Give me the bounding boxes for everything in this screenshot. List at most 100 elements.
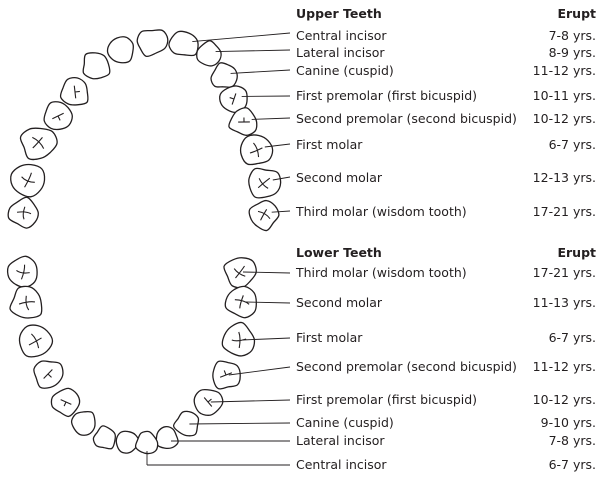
upper-left-first-premolar-fissure [73,85,80,99]
upper-left-lateral-incisor-outline [106,36,135,64]
lower-erupt-first-premolar: 10-12 yrs. [532,392,596,407]
upper-erupt-first-premolar: 10-11 yrs. [532,88,596,103]
upper-right-canine [210,62,238,88]
lower-erupt-heading: Erupt [557,245,596,260]
lower-right-second-premolar-leader [228,366,291,376]
lower-label-second-molar: Second molar [296,295,383,310]
lower-right-third-molar-leader [242,271,291,274]
lower-right-first-premolar-leader [210,399,291,403]
upper-erupt-third-molar: 17-21 yrs. [532,204,596,219]
upper-right-second-premolar-leader [251,117,291,120]
lower-right-second-premolar [212,360,241,390]
upper-left-first-premolar-outline [59,77,89,106]
upper-right-canine-leader [230,69,291,74]
upper-right-first-molar-fissure [249,142,263,158]
upper-right-lateral-incisor-leader [215,49,291,53]
upper-right-first-premolar-fissure [229,93,237,105]
lower-right-lateral-incisor [155,426,179,450]
upper-left-second-molar-fissure [21,172,35,188]
upper-left-second-premolar-fissure [52,112,64,121]
upper-left-second-premolar [43,101,73,131]
upper-left-first-molar [19,127,58,161]
upper-left-canine [82,52,111,80]
upper-erupt-second-premolar: 10-12 yrs. [532,111,596,126]
lower-left-first-premolar-fissure [60,399,72,407]
lower-right-second-molar-fissure [234,295,250,309]
lower-left-canine [70,410,96,436]
upper-right-first-molar [239,134,274,166]
lower-right-third-molar-fissure [233,265,246,279]
upper-left-first-molar-fissure [32,136,45,149]
upper-left-second-molar [10,163,46,198]
upper-erupt-second-molar: 12-13 yrs. [532,170,596,185]
upper-right-second-molar-outline [248,167,282,199]
lower-right-second-molar-leader [245,301,291,304]
lower-erupt-central-incisor: 6-7 yrs. [548,457,596,472]
lower-left-second-molar [9,285,43,319]
lower-right-second-molar [224,285,257,319]
lower-erupt-canine: 9-10 yrs. [540,415,596,430]
lower-label-central-incisor: Central incisor [296,457,387,472]
upper-right-first-molar-outline [239,134,274,166]
lower-right-first-molar [221,321,256,357]
upper-label-second-molar: Second molar [296,170,383,185]
lower-left-central-incisor-outline [115,430,140,454]
lower-right-central-incisor-outline [134,430,159,455]
lower-right-first-premolar-fissure [203,397,213,407]
upper-right-first-molar-leader [264,143,291,148]
lower-left-canine-outline [70,410,96,436]
lower-left-lateral-incisor-outline [92,425,117,450]
lower-left-third-molar [6,255,38,288]
upper-right-third-molar-outline [248,199,280,232]
upper-right-third-molar-fissure [257,208,271,221]
lower-label-first-premolar: First premolar (first bicuspid) [296,392,478,407]
upper-left-canine-outline [82,52,111,80]
upper-right-third-molar [248,199,280,232]
upper-left-first-premolar [59,77,89,106]
lower-left-second-premolar-fissure [43,369,53,379]
upper-right-central-incisor-leader [192,32,291,43]
upper-label-first-molar: First molar [296,137,363,152]
leader-lines-layer [146,32,291,466]
upper-erupt-heading: Erupt [557,6,596,21]
lower-teeth-heading: Lower Teeth [296,245,382,260]
upper-label-third-molar: Third molar (wisdom tooth) [296,204,467,219]
lower-right-canine [172,410,200,437]
upper-label-second-premolar: Second premolar (second bicuspid) [296,111,517,126]
lower-erupt-first-molar: 6-7 yrs. [548,330,596,345]
upper-erupt-canine: 11-12 yrs. [532,63,596,78]
lower-label-first-molar: First molar [296,330,363,345]
upper-right-second-molar-leader [272,176,291,181]
lower-left-lateral-incisor [92,425,117,450]
upper-left-central-incisor-outline [136,29,169,58]
lower-right-canine-leader [189,422,291,425]
lower-left-first-molar-fissure [28,333,42,349]
upper-left-third-molar-fissure [16,206,32,220]
lower-left-second-molar-fissure [18,295,36,311]
upper-right-second-premolar-fissure [238,117,250,123]
lower-left-second-premolar [33,360,64,389]
teeth-layer [6,29,282,455]
lower-left-central-incisor [115,430,140,454]
upper-right-third-molar-leader [271,210,291,213]
upper-label-first-premolar: First premolar (first bicuspid) [296,88,478,103]
lower-right-third-molar [223,257,257,289]
lower-right-canine-outline [172,410,200,437]
lower-label-third-molar: Third molar (wisdom tooth) [296,265,467,280]
lower-left-third-molar-fissure [16,264,30,280]
lower-erupt-second-premolar: 11-12 yrs. [532,359,596,374]
lower-right-lateral-incisor-outline [155,426,179,450]
lower-erupt-third-molar: 17-21 yrs. [532,265,596,280]
lower-right-second-premolar-fissure [219,370,233,378]
lower-right-first-molar-fissure [231,331,247,349]
upper-erupt-first-molar: 6-7 yrs. [548,137,596,152]
lower-erupt-second-molar: 11-13 yrs. [532,295,596,310]
lower-label-canine: Canine (cuspid) [296,415,394,430]
upper-left-central-incisor [136,29,169,58]
upper-teeth-heading: Upper Teeth [296,6,382,21]
lower-right-first-molar-leader [242,337,291,341]
upper-label-central-incisor: Central incisor [296,28,387,43]
upper-right-central-incisor [168,30,199,57]
upper-right-second-molar [248,167,282,199]
